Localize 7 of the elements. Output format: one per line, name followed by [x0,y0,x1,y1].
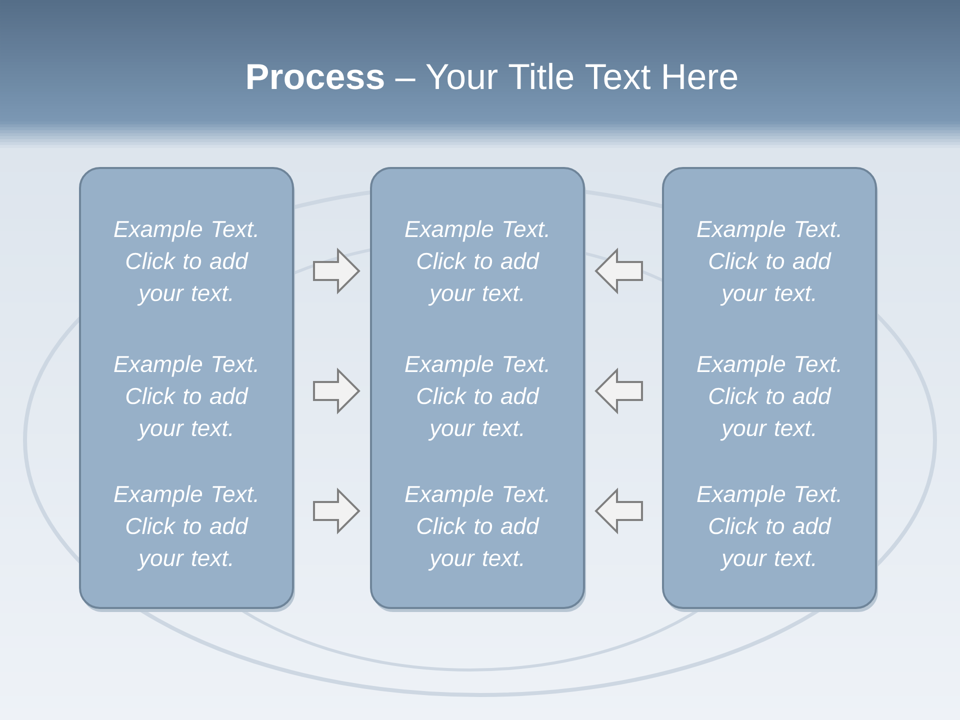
block-arrow [313,248,360,294]
block-arrow [594,488,643,534]
block-arrow [313,368,360,414]
block-arrow [594,368,643,414]
block-arrow [594,248,643,294]
slide-title: Process – Your Title Text Here [248,62,738,90]
block-arrow [313,488,360,534]
